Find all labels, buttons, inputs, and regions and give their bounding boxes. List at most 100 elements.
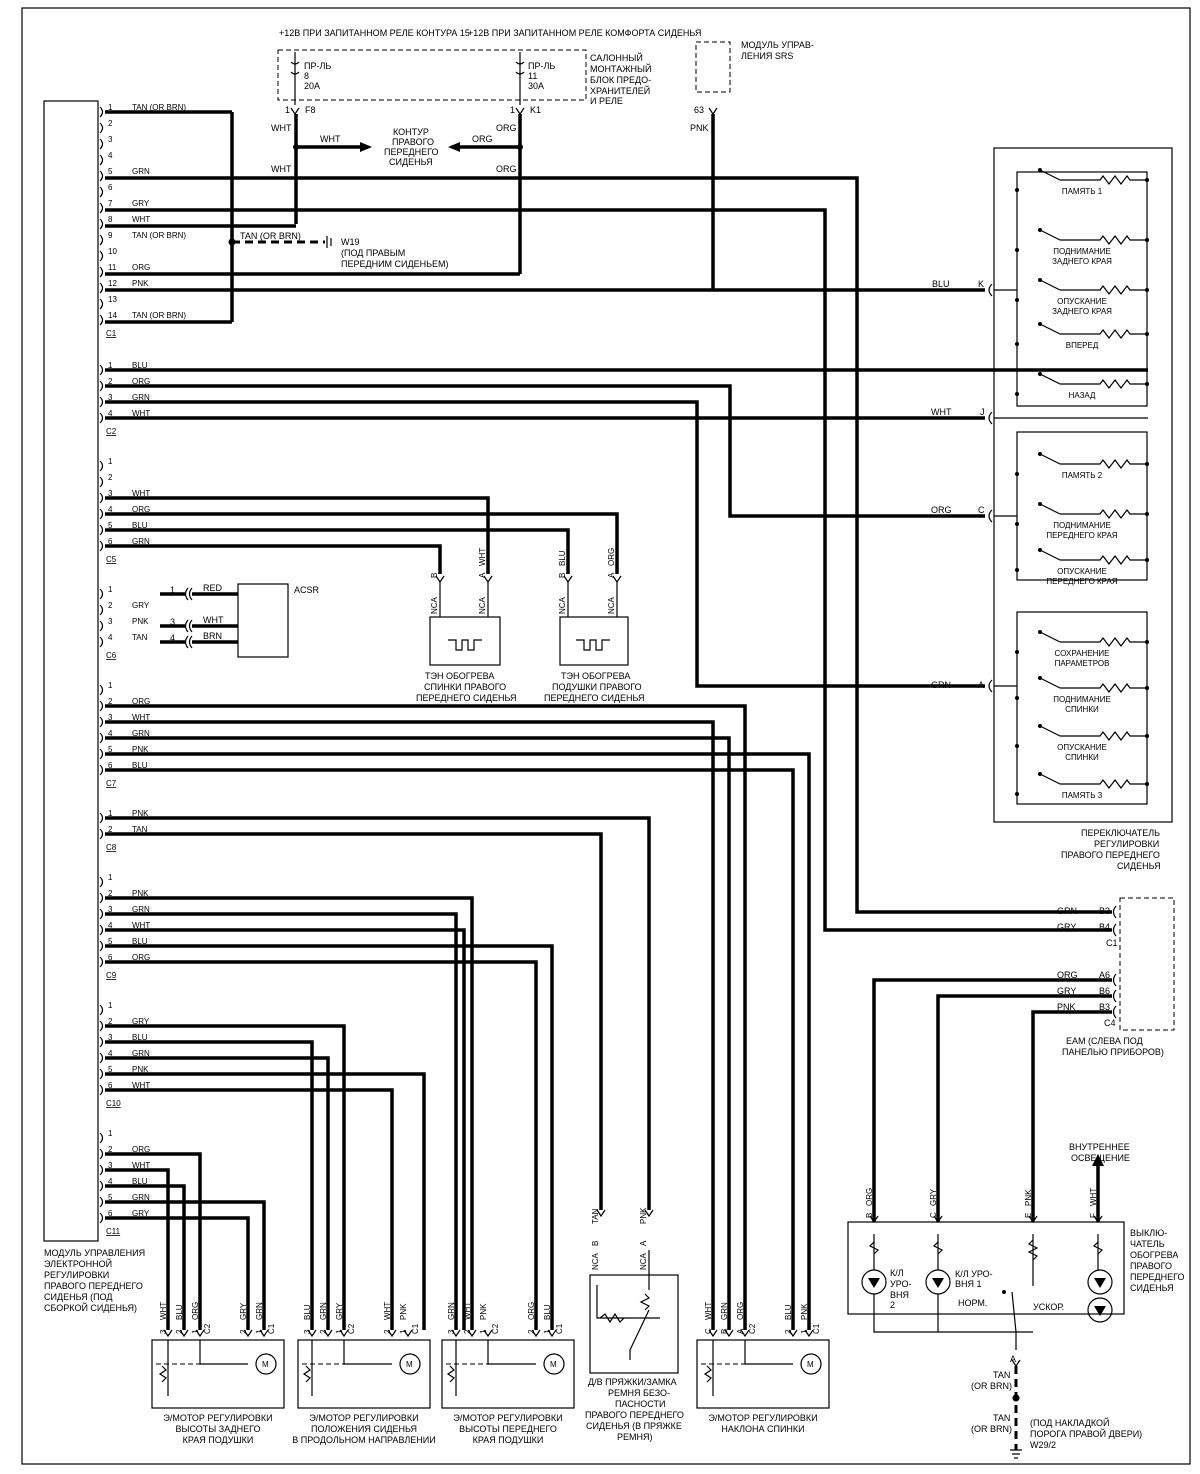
wire-color: PNK xyxy=(132,617,149,626)
svg-text:ПЕРЕКЛЮЧАТЕЛЬ: ПЕРЕКЛЮЧАТЕЛЬ xyxy=(1081,828,1160,838)
pin-number: 4 xyxy=(108,505,113,514)
svg-text:ВЫСОТЫ ЗАДНЕГО: ВЫСОТЫ ЗАДНЕГО xyxy=(176,1424,261,1434)
pin-number: 13 xyxy=(108,295,117,304)
svg-text:PNK: PNK xyxy=(639,1207,648,1224)
svg-text:PNK: PNK xyxy=(1024,1189,1033,1206)
svg-text:B3: B3 xyxy=(1099,1002,1110,1012)
srs-module: МОДУЛЬ УПРАВ- ЛЕНИЯ SRS 63 PNK xyxy=(690,40,814,133)
svg-text:2: 2 xyxy=(890,1300,895,1310)
pin-number: 6 xyxy=(108,953,113,962)
svg-text:ПЕРЕДНЕГО КРАЯ: ПЕРЕДНЕГО КРАЯ xyxy=(1046,577,1117,586)
svg-text:M: M xyxy=(550,1360,557,1369)
svg-text:BRN: BRN xyxy=(203,631,222,641)
svg-text:NCA: NCA xyxy=(607,596,616,614)
svg-text:ПОДНИМАНИЕ: ПОДНИМАНИЕ xyxy=(1053,695,1111,704)
svg-text:ЗАДНЕГО КРАЯ: ЗАДНЕГО КРАЯ xyxy=(1052,257,1112,266)
svg-text:(ПОД ПРАВЫМ: (ПОД ПРАВЫМ xyxy=(341,248,405,258)
wire-color: GRN xyxy=(132,537,150,546)
pin-number: 1 xyxy=(108,873,113,882)
pin-number: 1 xyxy=(108,681,113,690)
svg-text:ACSR: ACSR xyxy=(294,585,320,595)
svg-text:A6: A6 xyxy=(1099,970,1110,980)
svg-text:Э/МОТОР РЕГУЛИРОВКИ: Э/МОТОР РЕГУЛИРОВКИ xyxy=(309,1413,418,1423)
pin-number: 4 xyxy=(108,1049,113,1058)
svg-text:C1: C1 xyxy=(411,1323,420,1334)
svg-text:САЛОННЫЙ: САЛОННЫЙ xyxy=(590,52,643,63)
pin-number: 5 xyxy=(108,167,113,176)
pin-number: 5 xyxy=(108,1193,113,1202)
svg-text:1: 1 xyxy=(510,105,515,115)
heat-switch-label: ВЫКЛЮ- ЧАТЕЛЬ ОБОГРЕВА ПРАВОГО ПЕРЕДНЕГО… xyxy=(1130,1228,1184,1293)
svg-text:ПР-ЛЬ: ПР-ЛЬ xyxy=(528,61,555,71)
wire-color: TAN xyxy=(132,633,148,642)
fuse-box: +12В ПРИ ЗАПИТАННОМ РЕЛЕ КОНТУРА 15 +12В… xyxy=(277,28,701,116)
svg-text:F8: F8 xyxy=(305,105,316,115)
wire-color: ORG xyxy=(132,377,150,386)
svg-text:ORG: ORG xyxy=(865,1188,874,1206)
svg-text:БЛОК ПРЕДО-: БЛОК ПРЕДО- xyxy=(590,75,651,85)
fuse-box-label: САЛОННЫЙ МОНТАЖНЫЙ БЛОК ПРЕДО- ХРАНИТЕЛЕ… xyxy=(590,52,651,106)
pin-number: 4 xyxy=(108,409,113,418)
svg-text:PNK: PNK xyxy=(800,1303,809,1320)
svg-text:NCA: NCA xyxy=(639,1252,648,1270)
pin-number: 6 xyxy=(108,1209,113,1218)
wire-color: BLU xyxy=(132,361,148,370)
wire-color: GRN xyxy=(132,167,150,176)
svg-text:WHT: WHT xyxy=(159,1302,168,1320)
wire-harness xyxy=(105,110,1148,1330)
svg-text:GRY: GRY xyxy=(1057,922,1076,932)
svg-text:NCA: NCA xyxy=(478,596,487,614)
svg-text:GRN: GRN xyxy=(931,680,951,690)
svg-text:Э/МОТОР РЕГУЛИРОВКИ: Э/МОТОР РЕГУЛИРОВКИ xyxy=(163,1413,272,1423)
svg-text:B: B xyxy=(720,1329,729,1334)
svg-text:ОПУСКАНИЕ: ОПУСКАНИЕ xyxy=(1057,743,1107,752)
svg-text:GRY: GRY xyxy=(1057,986,1076,996)
motor-icon xyxy=(255,1353,277,1375)
diagram-border xyxy=(21,7,1191,1465)
pin-number: 4 xyxy=(108,1177,113,1186)
seat-cushion-heater: NCA B BLU NCA A ORG ТЭН ОБОГРЕВА ПОДУШКИ… xyxy=(544,548,645,703)
svg-text:8: 8 xyxy=(304,71,309,81)
svg-text:ORG: ORG xyxy=(496,164,517,174)
svg-text:СИДЕНЬЯ (ПОД: СИДЕНЬЯ (ПОД xyxy=(44,1292,112,1302)
svg-text:ORG: ORG xyxy=(472,134,493,144)
wire-color: GRN xyxy=(132,1193,150,1202)
svg-text:WHT: WHT xyxy=(1089,1188,1098,1206)
svg-text:WHT: WHT xyxy=(203,615,224,625)
svg-text:2: 2 xyxy=(463,1329,472,1334)
connector-name: C11 xyxy=(106,1227,121,1236)
pin-number: 2 xyxy=(108,697,113,706)
svg-text:3: 3 xyxy=(170,617,175,627)
svg-text:F: F xyxy=(1089,1213,1098,1218)
wire-color: GRY xyxy=(132,601,150,610)
pin-number: 9 xyxy=(108,231,113,240)
svg-text:РЕМНЯ): РЕМНЯ) xyxy=(617,1432,653,1442)
pin-number: 7 xyxy=(108,199,113,208)
svg-text:ПР-ЛЬ: ПР-ЛЬ xyxy=(304,61,331,71)
svg-text:ПАМЯТЬ 2: ПАМЯТЬ 2 xyxy=(1062,471,1103,480)
svg-text:ОПУСКАНИЕ: ОПУСКАНИЕ xyxy=(1057,567,1107,576)
svg-text:PNK: PNK xyxy=(479,1303,488,1320)
svg-text:C2: C2 xyxy=(203,1323,212,1334)
svg-text:C: C xyxy=(978,505,985,515)
svg-text:СПИНКИ ПРАВОГО: СПИНКИ ПРАВОГО xyxy=(424,682,506,692)
svg-text:ORG: ORG xyxy=(607,548,616,566)
svg-text:ЗАДНЕГО КРАЯ: ЗАДНЕГО КРАЯ xyxy=(1052,307,1112,316)
pin-number: 6 xyxy=(108,537,113,546)
pin-number: 2 xyxy=(108,377,113,386)
svg-text:СПИНКИ: СПИНКИ xyxy=(1065,753,1099,762)
pin-number: 2 xyxy=(108,119,113,128)
svg-text:КРАЯ ПОДУШКИ: КРАЯ ПОДУШКИ xyxy=(183,1435,254,1445)
pin-number: 2 xyxy=(108,473,113,482)
arrow-up-icon xyxy=(1092,1154,1104,1166)
svg-text:КРАЯ ПОДУШКИ: КРАЯ ПОДУШКИ xyxy=(473,1435,544,1445)
pin-number: 3 xyxy=(108,617,113,626)
svg-text:1: 1 xyxy=(285,105,290,115)
ground-icon xyxy=(326,236,332,248)
